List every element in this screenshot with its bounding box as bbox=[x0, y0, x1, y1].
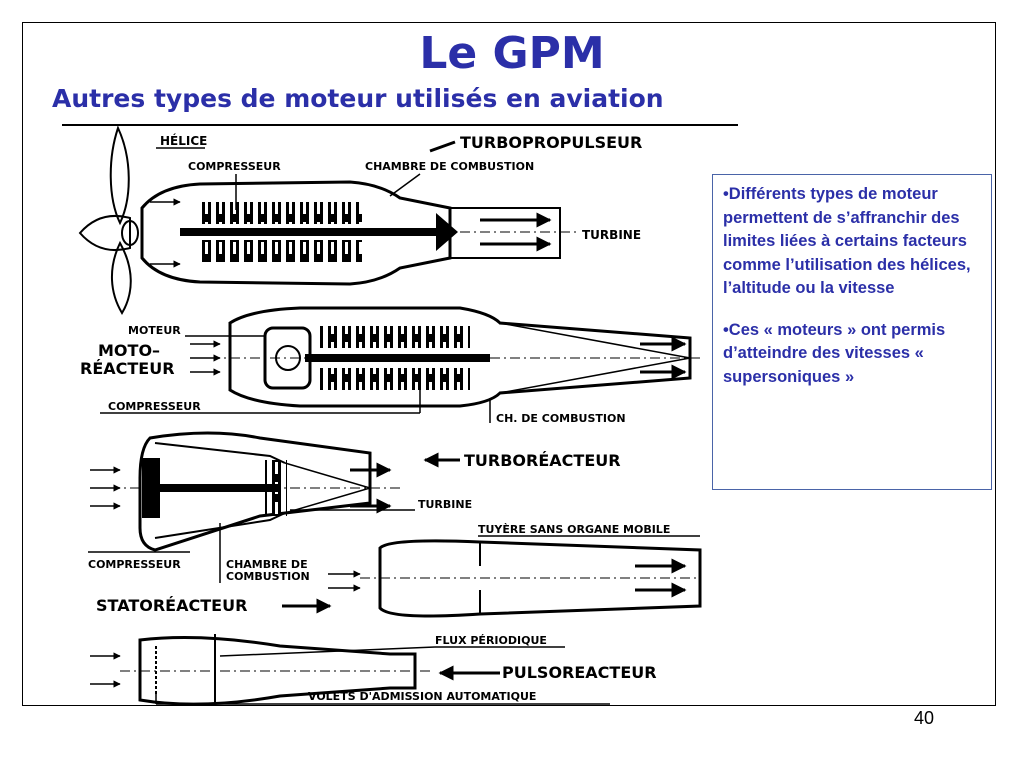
turboprop-helice-label: HÉLICE bbox=[160, 133, 207, 148]
subtitle-underline bbox=[62, 124, 738, 126]
turboprop-diagram: HÉLICE TURBOPROPULSEUR COMPRESSEUR CHAMB… bbox=[78, 125, 642, 315]
motoreacteur-title-line1: MOTO– bbox=[98, 341, 160, 360]
motoreacteur-title-line2: RÉACTEUR bbox=[80, 359, 175, 378]
pulsoreacteur-diagram: FLUX PÉRIODIQUE PULSOREACTEUR VOLETS D'A… bbox=[90, 634, 657, 706]
turboprop-turbine-label: TURBINE bbox=[582, 228, 641, 242]
turboreacteur-chambre-line1: CHAMBRE DE bbox=[226, 558, 308, 571]
pulsoreacteur-volets-label: VOLETS D'ADMISSION AUTOMATIQUE bbox=[308, 690, 536, 703]
bullet-supersonic: •Ces « moteurs » ont permis d’atteindre … bbox=[723, 320, 946, 386]
statoreacteur-diagram: TUYÈRE SANS ORGANE MOBILE STATORÉACTEUR bbox=[96, 523, 702, 618]
turboreacteur-turbine-label: TURBINE bbox=[418, 498, 472, 511]
turboreacteur-diagram: TURBORÉACTEUR TURBINE COMPRESSEUR CHAMBR… bbox=[88, 431, 621, 583]
motoreacteur-diagram: MOTEUR MOTO– RÉACTEUR COMPRESSEUR CH. DE… bbox=[80, 306, 700, 425]
explanation-textbox: •Différents types de moteur permettent d… bbox=[712, 174, 992, 490]
motoreacteur-moteur-label: MOTEUR bbox=[128, 324, 181, 337]
engine-diagrams: HÉLICE TURBOPROPULSEUR COMPRESSEUR CHAMB… bbox=[78, 125, 702, 706]
turboreacteur-compresseur-label: COMPRESSEUR bbox=[88, 558, 181, 571]
turboprop-compresseur-label: COMPRESSEUR bbox=[188, 160, 281, 173]
slide-frame bbox=[22, 22, 996, 706]
turboprop-chambre-label: CHAMBRE DE COMBUSTION bbox=[365, 160, 534, 173]
turboreacteur-title: TURBORÉACTEUR bbox=[464, 451, 621, 470]
motoreacteur-compresseur-label: COMPRESSEUR bbox=[108, 400, 201, 413]
bullet-engine-types: •Différents types de moteur permettent d… bbox=[723, 185, 971, 297]
pulsoreacteur-title: PULSOREACTEUR bbox=[502, 663, 657, 682]
statoreacteur-tuyere-label: TUYÈRE SANS ORGANE MOBILE bbox=[478, 523, 670, 536]
statoreacteur-title: STATORÉACTEUR bbox=[96, 596, 247, 615]
turboreacteur-chambre-line2: COMBUSTION bbox=[226, 570, 310, 583]
page-number: 40 bbox=[914, 708, 935, 728]
pulsoreacteur-flux-label: FLUX PÉRIODIQUE bbox=[435, 634, 547, 647]
slide-subtitle: Autres types de moteur utilisés en aviat… bbox=[52, 84, 664, 113]
motoreacteur-chambre-label: CH. DE COMBUSTION bbox=[496, 412, 626, 425]
propeller-icon bbox=[78, 125, 139, 315]
turboprop-title: TURBOPROPULSEUR bbox=[460, 133, 642, 152]
slide-title: Le GPM bbox=[419, 28, 605, 79]
